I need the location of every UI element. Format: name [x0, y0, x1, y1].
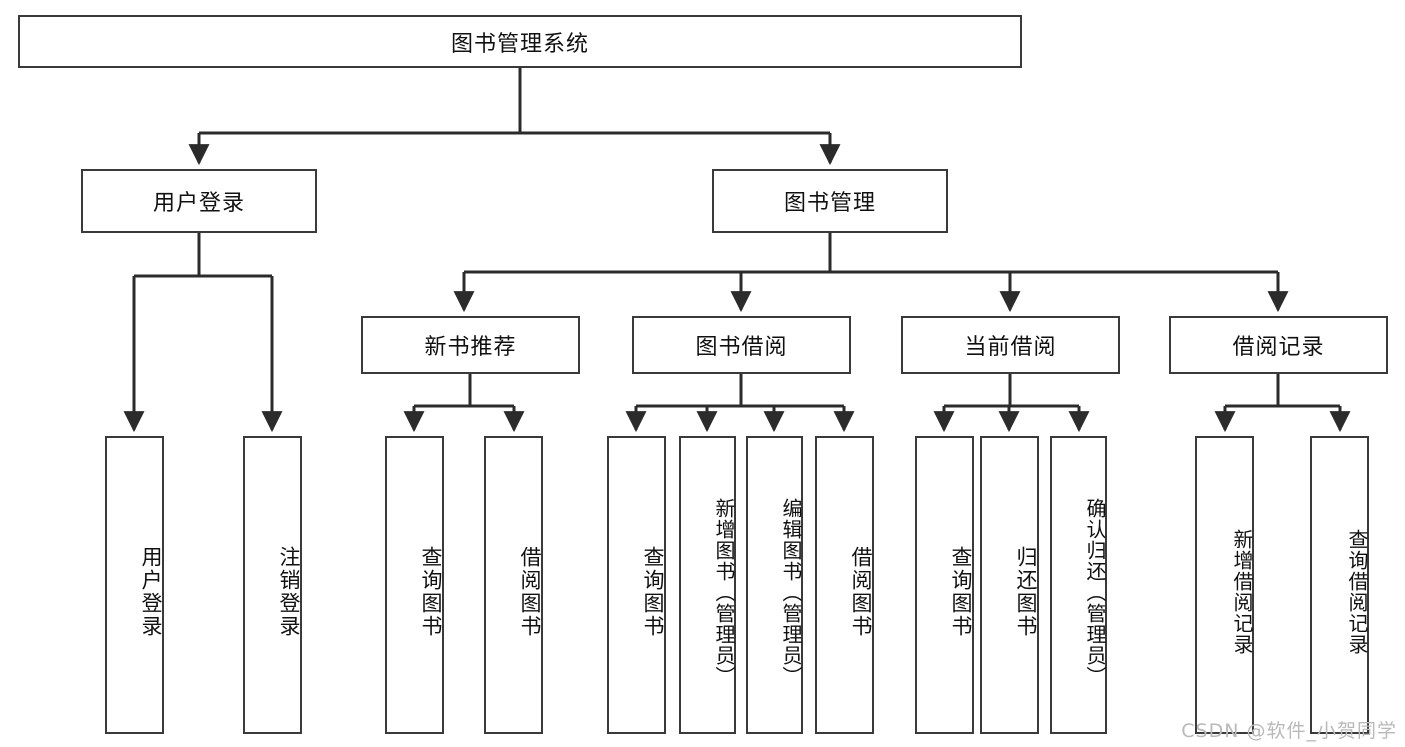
node-root-book-management-system[interactable]: 图书管理系统 — [18, 15, 1022, 68]
leaf-borrow-book-new-book[interactable]: 借阅图书 — [484, 436, 543, 734]
leaf-query-book-current[interactable]: 查询图书 — [915, 436, 974, 734]
node-label: 新书推荐 — [424, 335, 517, 360]
leaf-query-book-borrow[interactable]: 查询图书 — [607, 436, 666, 734]
leaf-user-login[interactable]: 用户登录 — [105, 436, 164, 734]
leaf-confirm-return-admin[interactable]: 确认归还（管理员） — [1050, 436, 1107, 734]
node-book-borrow[interactable]: 图书借阅 — [632, 316, 851, 374]
leaf-return-book[interactable]: 归还图书 — [980, 436, 1039, 734]
node-label: 新增图书（管理员） — [712, 497, 736, 687]
node-label: 图书管理 — [783, 191, 876, 216]
node-label: 图书借阅 — [695, 335, 788, 360]
leaf-add-book-admin[interactable]: 新增图书（管理员） — [679, 436, 736, 734]
leaf-add-borrow-record[interactable]: 新增借阅记录 — [1195, 436, 1254, 734]
node-label: 借阅图书 — [518, 546, 542, 638]
leaf-query-borrow-record[interactable]: 查询借阅记录 — [1310, 436, 1369, 734]
node-label: 查询图书 — [949, 546, 973, 638]
node-label: 新增借阅记录 — [1230, 529, 1254, 655]
csdn-watermark: CSDN @软件_小贺同学 — [1181, 720, 1397, 742]
node-label: 确认归还（管理员） — [1083, 497, 1107, 687]
node-new-book-recommend[interactable]: 新书推荐 — [361, 316, 580, 374]
node-label: 归还图书 — [1014, 546, 1038, 638]
leaf-borrow-book-borrow[interactable]: 借阅图书 — [815, 436, 874, 734]
node-label: 用户登录 — [139, 546, 163, 638]
node-label: 借阅记录 — [1232, 335, 1325, 360]
node-label: 查询借阅记录 — [1345, 529, 1369, 655]
node-user-login[interactable]: 用户登录 — [81, 169, 317, 233]
node-label: 图书管理系统 — [450, 31, 589, 57]
leaf-logout-login[interactable]: 注销登录 — [243, 436, 302, 734]
leaf-edit-book-admin[interactable]: 编辑图书（管理员） — [746, 436, 803, 734]
node-label: 借阅图书 — [849, 546, 873, 638]
node-label: 编辑图书（管理员） — [779, 497, 803, 687]
node-current-borrow[interactable]: 当前借阅 — [901, 316, 1120, 374]
node-label: 注销登录 — [277, 546, 301, 638]
node-borrow-record[interactable]: 借阅记录 — [1169, 316, 1388, 374]
node-label: 查询图书 — [641, 546, 665, 638]
node-book-management[interactable]: 图书管理 — [712, 169, 948, 233]
leaf-query-book-new-book[interactable]: 查询图书 — [385, 436, 444, 734]
node-label: 用户登录 — [152, 191, 245, 216]
node-label: 当前借阅 — [964, 335, 1057, 360]
node-label: 查询图书 — [419, 546, 443, 638]
